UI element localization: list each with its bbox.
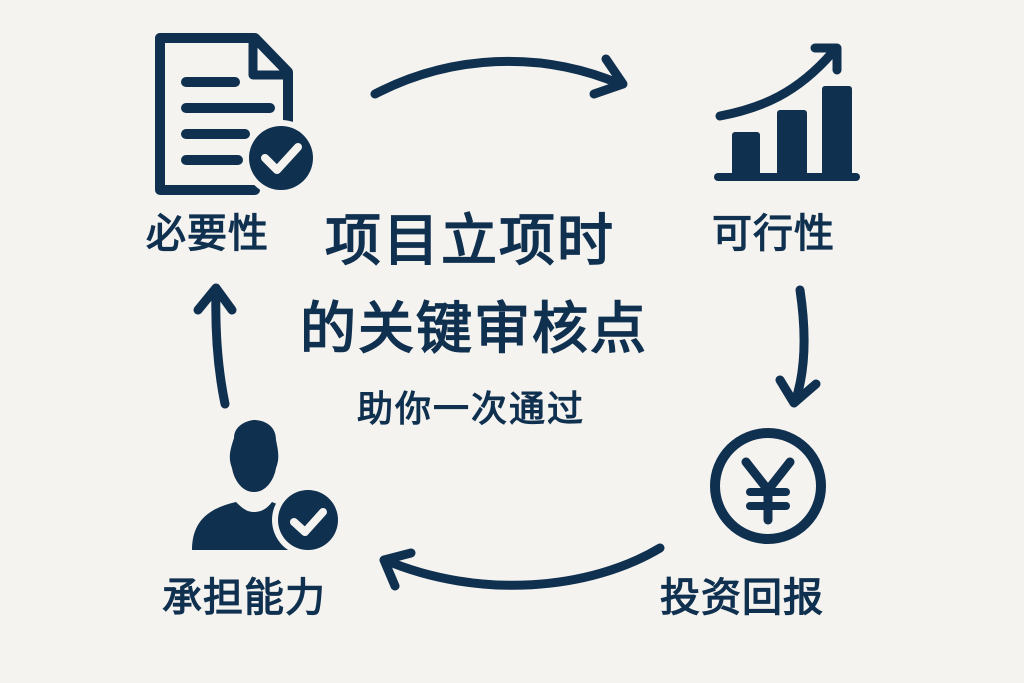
- document-check-icon: [155, 33, 319, 196]
- growth-chart-icon: [714, 43, 860, 181]
- center-subtitle: 助你一次通过: [357, 389, 586, 430]
- center-title-line-1: 项目立项时: [325, 209, 615, 274]
- node-label-feasibility: 可行性: [712, 211, 835, 257]
- node-label-capacity: 承担能力: [162, 575, 326, 621]
- yen-coin-icon: [710, 428, 826, 544]
- node-label-necessity: 必要性: [146, 211, 269, 257]
- node-label-roi: 投资回报: [660, 575, 824, 621]
- user-check-icon: [192, 420, 344, 556]
- center-title-line-2: 的关键审核点: [300, 297, 648, 362]
